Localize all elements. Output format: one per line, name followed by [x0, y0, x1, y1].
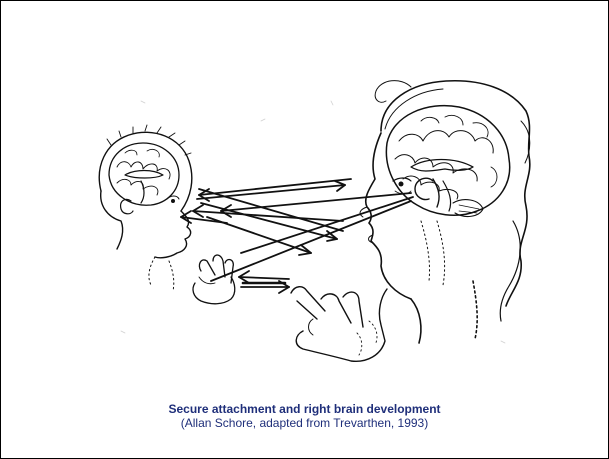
mother-infant-brain-sketch-icon — [81, 71, 541, 376]
caption-title: Secure attachment and right brain develo… — [1, 402, 608, 416]
caption-source: (Allan Schore, adapted from Trevarthen, … — [1, 416, 608, 430]
figure-caption: Secure attachment and right brain develo… — [1, 402, 608, 430]
adult-hand-icon — [291, 287, 387, 362]
infant-head-icon — [99, 125, 192, 291]
two-way-arrow-icon — [181, 179, 413, 293]
